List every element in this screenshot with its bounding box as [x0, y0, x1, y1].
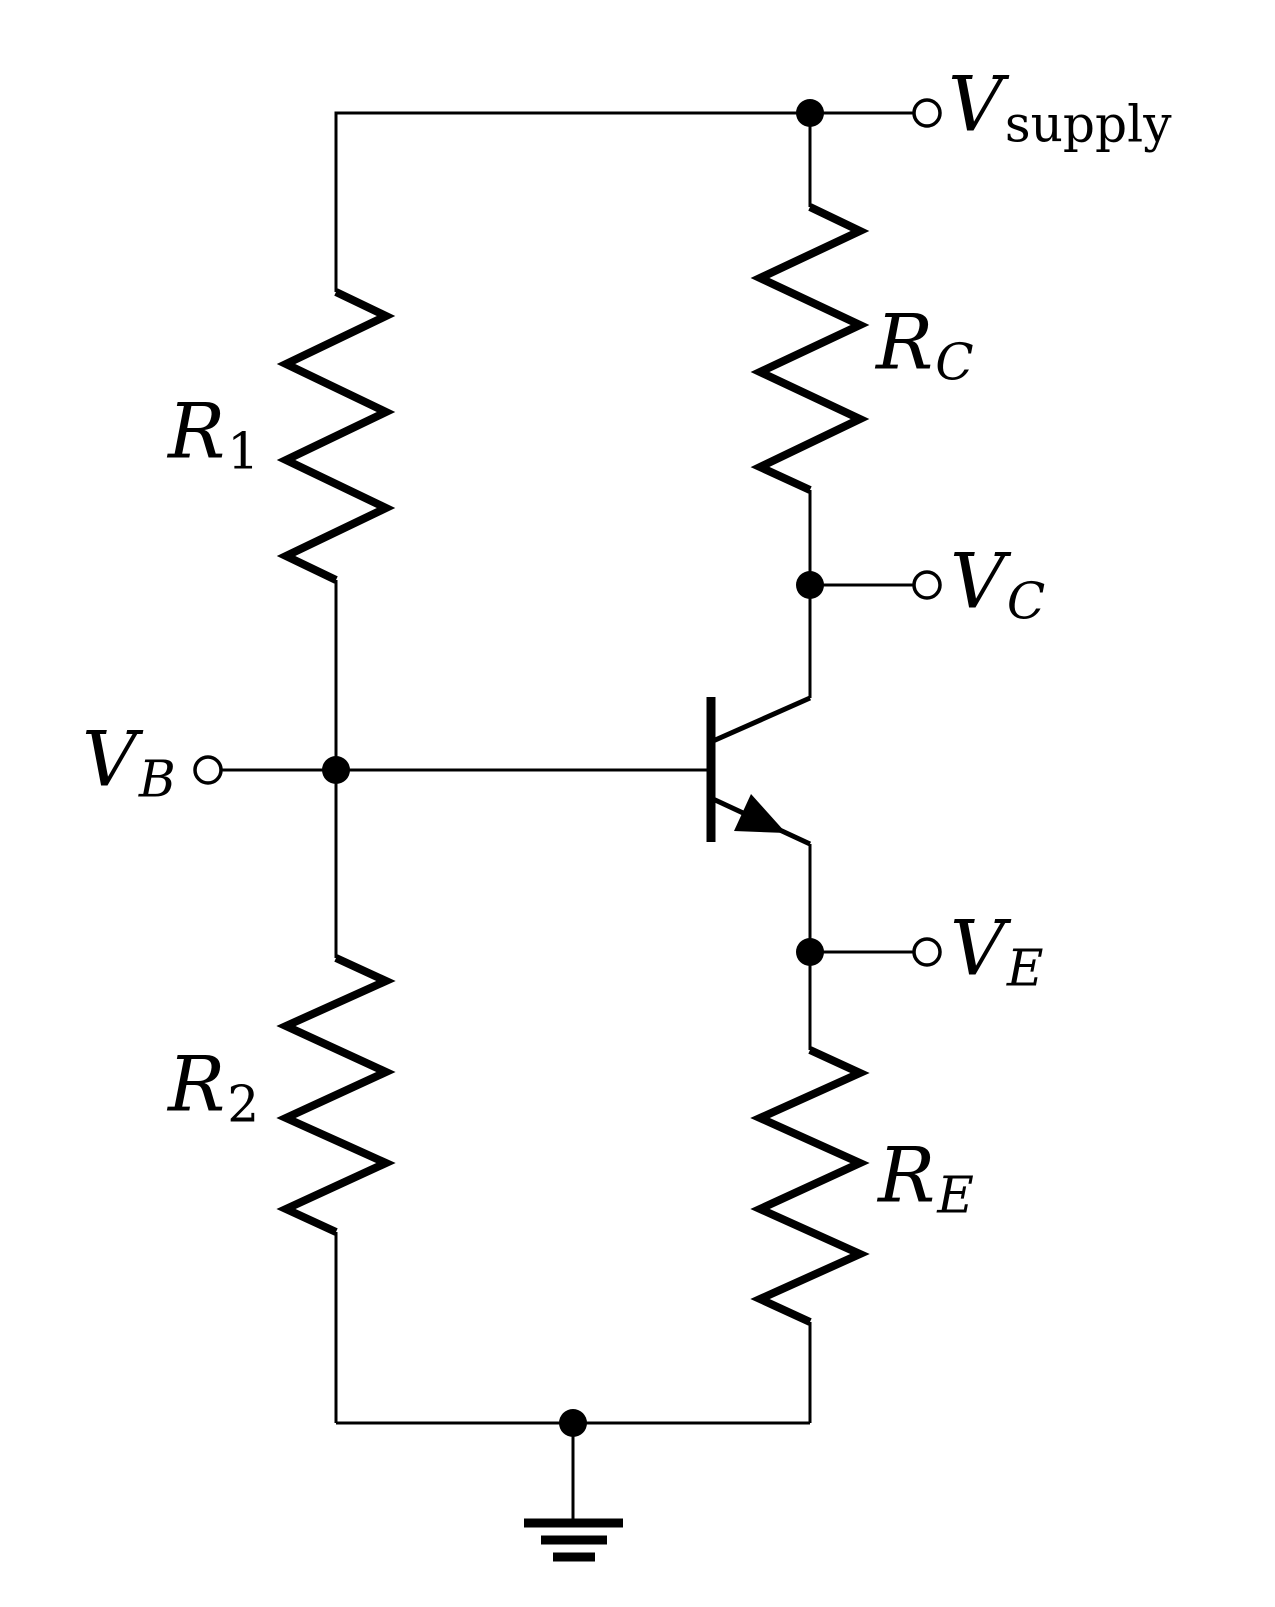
resistor-r2-zigzag	[276, 954, 396, 1236]
label-r1-sub: 1	[227, 421, 260, 481]
emitter-arrow-icon	[734, 794, 786, 833]
label-rc-main: R	[876, 297, 934, 387]
resistors	[276, 203, 870, 1326]
terminal-circle-v-b	[193, 755, 223, 785]
label-v-supply-sub: supply	[1004, 94, 1172, 154]
label-re: RE	[878, 1137, 974, 1221]
junction-dots	[322, 99, 824, 1437]
label-v-c-sub: C	[1006, 571, 1046, 631]
label-r2-sub: 2	[227, 1074, 260, 1134]
label-r2-main: R	[168, 1039, 226, 1129]
label-v-c: VC	[950, 543, 1045, 627]
label-v-b-main: V	[82, 714, 137, 804]
ground-icon	[524, 1518, 623, 1562]
label-v-supply-main: V	[948, 59, 1003, 149]
label-rc-sub: C	[935, 332, 974, 392]
junction-dot-base	[322, 756, 350, 784]
label-v-supply: Vsupply	[948, 66, 1172, 150]
label-v-e-main: V	[950, 903, 1005, 993]
label-v-e: VE	[950, 910, 1044, 994]
label-r1-main: R	[168, 386, 226, 476]
junction-dot-emitter	[796, 938, 824, 966]
junction-dot-ground	[559, 1409, 587, 1437]
terminals	[193, 98, 942, 967]
resistor-rc-zigzag	[750, 203, 870, 494]
label-v-c-main: V	[950, 536, 1005, 626]
terminal-circle-v-e	[912, 937, 942, 967]
junction-dot-top	[796, 99, 824, 127]
label-re-main: R	[878, 1130, 936, 1220]
label-re-sub: E	[937, 1165, 974, 1225]
junction-dot-collector	[796, 571, 824, 599]
label-v-e-sub: E	[1006, 938, 1044, 998]
transistor-collector-lead	[711, 695, 812, 744]
label-r2: R2	[168, 1046, 259, 1130]
npn-transistor	[706, 695, 812, 847]
label-v-b-sub: B	[138, 749, 176, 809]
resistor-r1-zigzag	[276, 288, 396, 584]
wires	[221, 111, 914, 1519]
resistor-re-zigzag	[750, 1046, 870, 1326]
terminal-circle-v-supply	[912, 98, 942, 128]
wire-left-rail-top	[334, 111, 810, 292]
label-v-b: VB	[82, 721, 176, 805]
label-r1: R1	[168, 393, 259, 477]
label-rc: RC	[876, 304, 974, 388]
terminal-circle-v-c	[912, 570, 942, 600]
